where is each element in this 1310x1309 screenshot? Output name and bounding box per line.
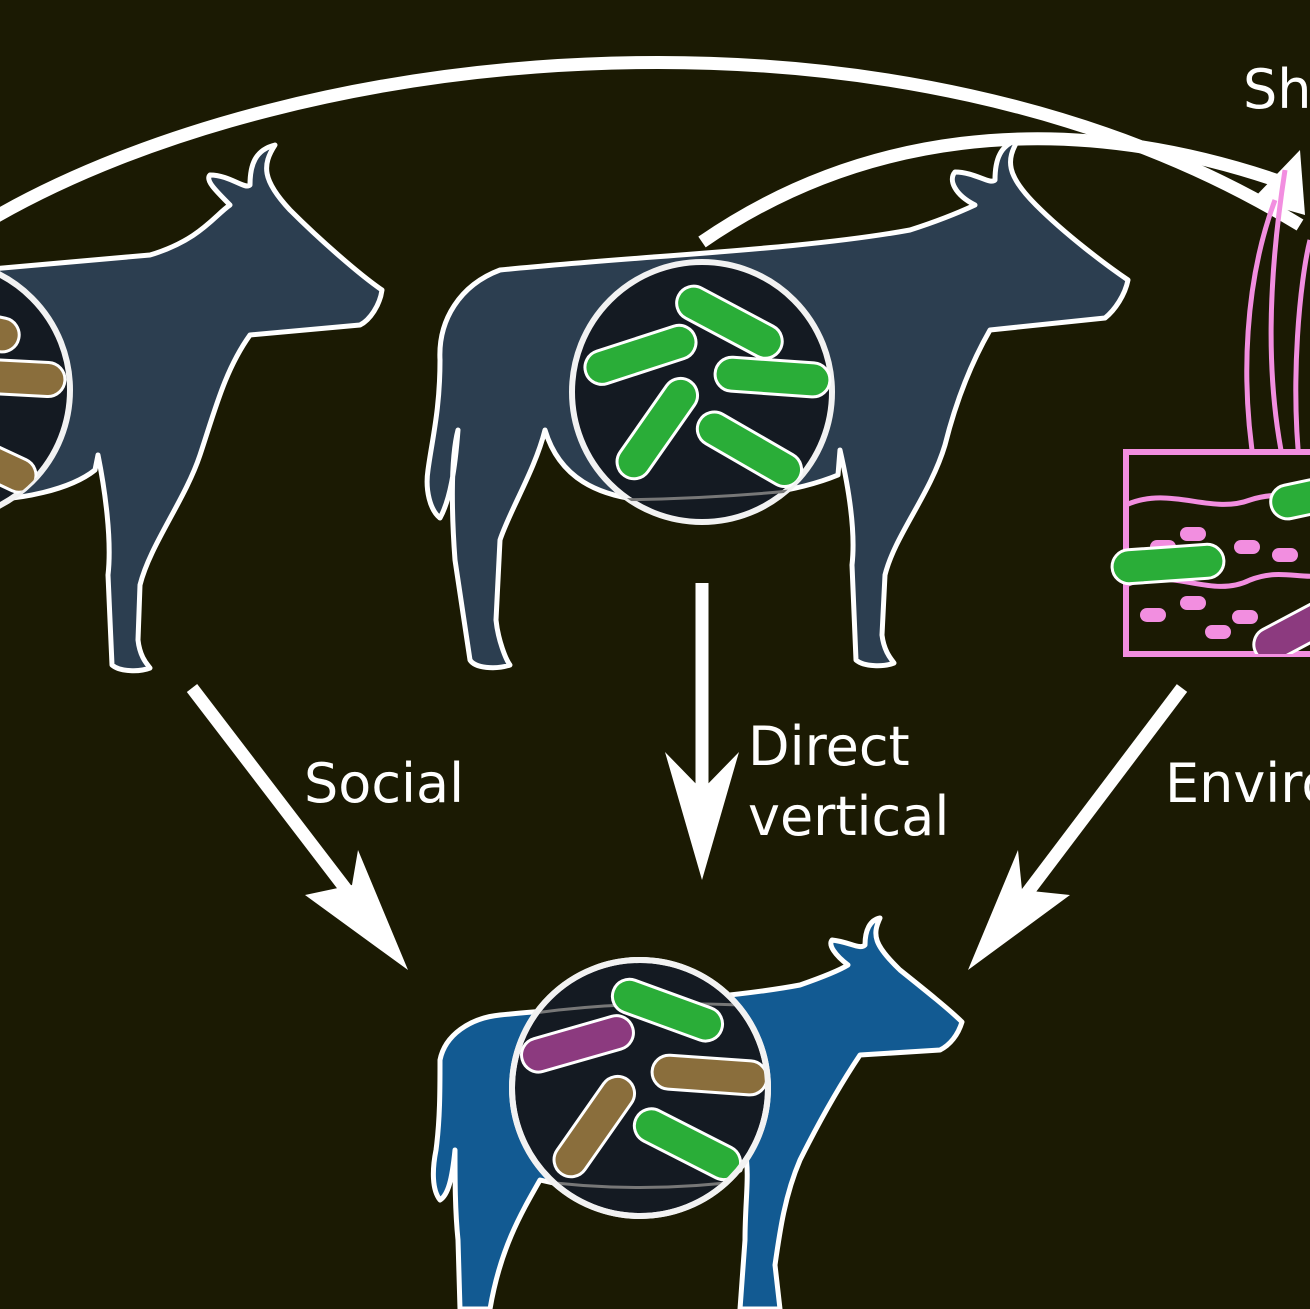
bacterium-brown bbox=[650, 1053, 768, 1097]
bacterium-brown bbox=[552, 1074, 637, 1179]
bacterium-green bbox=[695, 410, 804, 488]
label-shared: Sh bbox=[1243, 58, 1310, 121]
hair-strand bbox=[1293, 239, 1310, 471]
adult-cow-left bbox=[0, 142, 385, 674]
bacterium-brown bbox=[0, 300, 21, 354]
bacterium-green bbox=[615, 376, 700, 481]
hair-strand bbox=[1244, 199, 1278, 471]
environmental-arrow bbox=[968, 684, 1188, 970]
bacterium-green bbox=[583, 323, 698, 386]
hair-strand bbox=[1268, 169, 1288, 471]
label-environmental: Enviro bbox=[1165, 752, 1310, 815]
shared-arc-large bbox=[0, 55, 1304, 231]
bacterium-brown bbox=[0, 355, 67, 399]
bacterium-purple bbox=[520, 1014, 635, 1074]
label-social: Social bbox=[304, 752, 464, 815]
social-arrow bbox=[186, 684, 408, 970]
direct-vertical-arrow bbox=[665, 583, 739, 880]
shared-arrow-head bbox=[1252, 150, 1305, 215]
label-direct: Direct bbox=[748, 715, 910, 778]
environment-panel bbox=[1110, 169, 1310, 657]
bacterium-green bbox=[675, 284, 784, 360]
bacterium-green bbox=[1110, 542, 1226, 586]
label-vertical: vertical bbox=[748, 785, 949, 848]
bacterium-green bbox=[713, 355, 832, 399]
bacterium-green bbox=[1269, 469, 1310, 521]
calf bbox=[430, 915, 965, 1309]
adult-cow-middle bbox=[424, 137, 1131, 671]
bacterium-purple bbox=[1252, 595, 1310, 654]
shared-arc-small bbox=[698, 132, 1293, 248]
bacterium-green bbox=[610, 977, 725, 1043]
